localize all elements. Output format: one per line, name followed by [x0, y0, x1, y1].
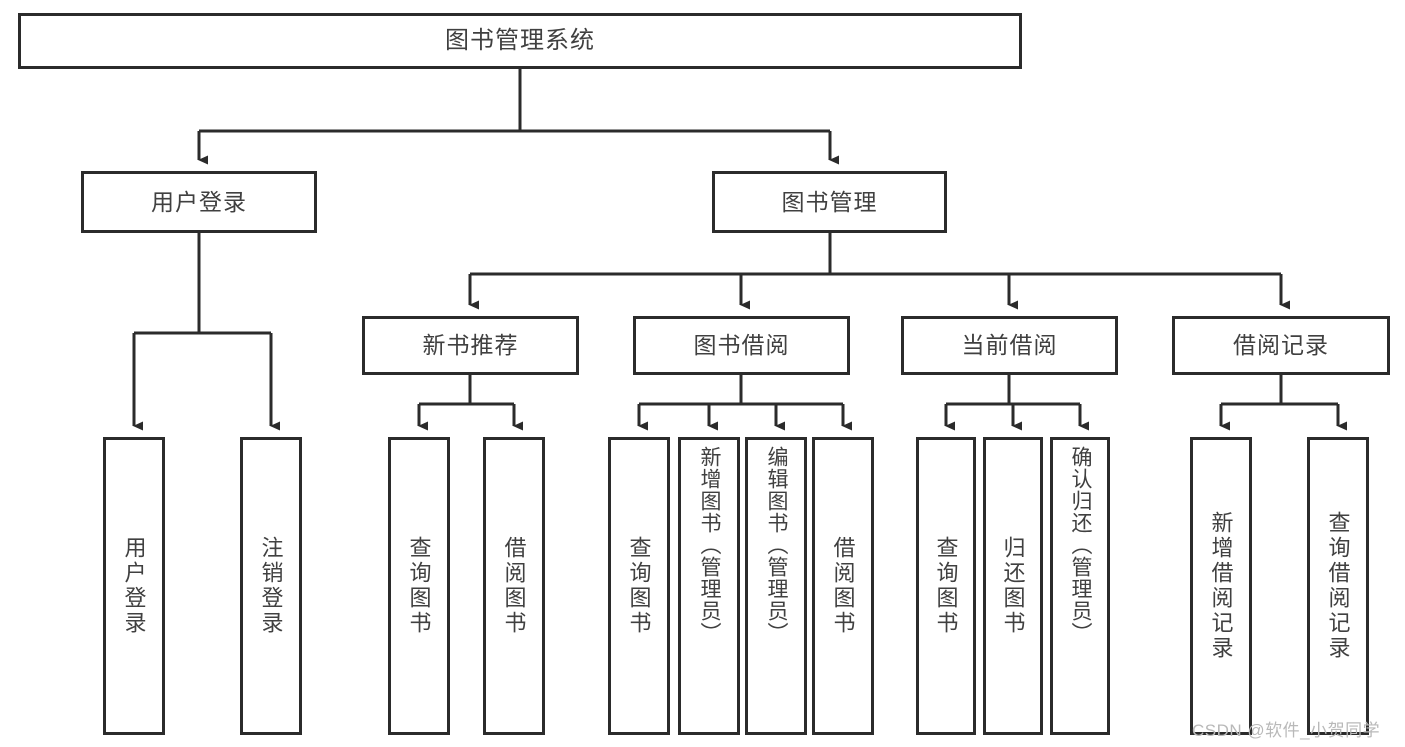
node-label: 图书管理系统 [445, 27, 595, 55]
node-label: 借阅图书 [830, 536, 856, 636]
node-leaf-query-borrow-record[interactable]: 查询借阅记录 [1307, 437, 1369, 735]
node-label: 归还图书 [1000, 536, 1026, 636]
node-label: 图书借阅 [693, 332, 790, 359]
node-leaf-borrow-book-2[interactable]: 借阅图书 [812, 437, 874, 735]
node-leaf-edit-book[interactable]: 编辑图书（管理员） [745, 437, 807, 735]
node-label: 查询图书 [626, 536, 652, 636]
node-leaf-return-book[interactable]: 归还图书 [983, 437, 1043, 735]
node-label: 用户登录 [151, 188, 247, 215]
node-leaf-user-login[interactable]: 用户登录 [103, 437, 165, 735]
node-label: 查询借阅记录 [1325, 511, 1351, 661]
node-label: 用户登录 [121, 536, 147, 636]
node-leaf-add-book[interactable]: 新增图书（管理员） [678, 437, 740, 735]
node-label: 注销登录 [258, 536, 284, 636]
edge-bookborrow-to-leaves [637, 375, 852, 431]
node-leaf-query-book-2[interactable]: 查询图书 [608, 437, 670, 735]
node-leaf-logout[interactable]: 注销登录 [240, 437, 302, 735]
node-borrow-record[interactable]: 借阅记录 [1172, 316, 1390, 375]
edge-borrowrecord-to-leaves [1219, 375, 1347, 431]
edge-newbook-to-leaves [417, 375, 523, 431]
node-label: 新增借阅记录 [1208, 511, 1234, 661]
node-label: 编辑图书（管理员） [765, 446, 789, 644]
node-label: 查询图书 [933, 536, 959, 636]
node-leaf-confirm-return[interactable]: 确认归还（管理员） [1050, 437, 1110, 735]
csdn-watermark: CSDN @软件_小贺同学 [1192, 721, 1381, 740]
node-book-borrow[interactable]: 图书借阅 [633, 316, 850, 375]
edge-bookmanage-to-level2 [468, 233, 1290, 310]
node-label: 当前借阅 [961, 332, 1058, 359]
node-root-system[interactable]: 图书管理系统 [18, 13, 1022, 69]
node-leaf-query-book-3[interactable]: 查询图书 [916, 437, 976, 735]
node-label: 新增图书（管理员） [698, 446, 722, 644]
node-label: 查询图书 [406, 536, 432, 636]
edge-userlogin-to-leaves [132, 233, 280, 431]
node-label: 新书推荐 [422, 332, 519, 359]
node-leaf-query-book-1[interactable]: 查询图书 [388, 437, 450, 735]
node-label: 借阅记录 [1233, 332, 1329, 359]
node-current-borrow[interactable]: 当前借阅 [901, 316, 1118, 375]
node-label: 确认归还（管理员） [1069, 446, 1093, 644]
node-user-login[interactable]: 用户登录 [81, 171, 317, 233]
edge-currentborrow-to-leaves [944, 375, 1089, 431]
node-book-manage[interactable]: 图书管理 [712, 171, 947, 233]
node-leaf-add-borrow-record[interactable]: 新增借阅记录 [1190, 437, 1252, 735]
node-label: 图书管理 [781, 188, 878, 215]
node-label: 借阅图书 [501, 536, 527, 636]
edge-root-to-level1 [197, 69, 839, 165]
node-leaf-borrow-book-1[interactable]: 借阅图书 [483, 437, 545, 735]
node-new-book-recommend[interactable]: 新书推荐 [362, 316, 579, 375]
